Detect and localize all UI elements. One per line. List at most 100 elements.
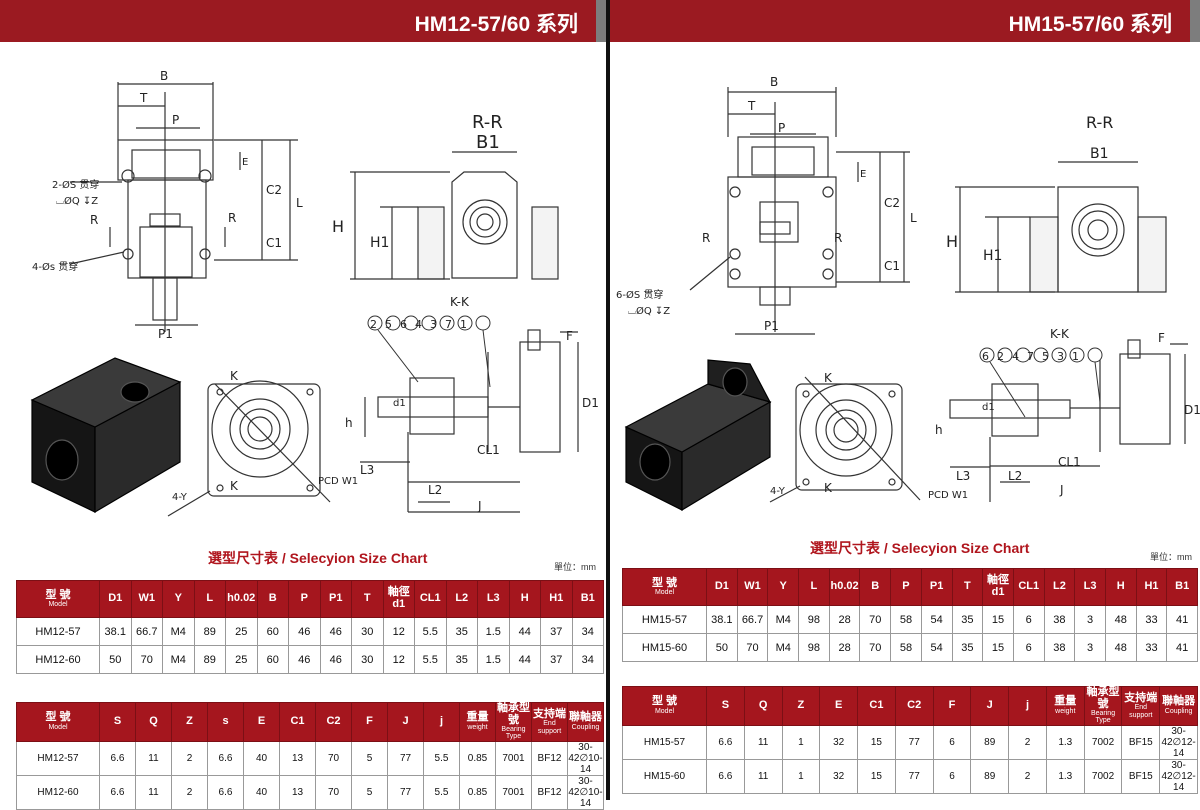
table-cell: 30-42∅10-14 — [567, 774, 604, 810]
column-header-sublabel: End support — [537, 720, 562, 735]
dim-label-l: L — [296, 196, 303, 210]
table-cell: 30-42∅10-14 — [567, 740, 604, 776]
column-header: P1 — [319, 580, 352, 618]
column-header: H — [508, 580, 541, 618]
section-rr-view — [955, 161, 1167, 293]
dim-label-c2: C2 — [884, 196, 900, 210]
column-header: C2 — [315, 702, 352, 742]
table-cell: 6.6 — [99, 740, 136, 776]
table-cell: 11 — [743, 758, 783, 794]
table-cell: 35 — [951, 633, 984, 662]
column-header-label: 軸承型號 — [1086, 686, 1120, 710]
dim-label-f: F — [566, 329, 573, 343]
column-header: S — [706, 686, 745, 726]
table-cell: 38.1 — [99, 617, 132, 646]
column-header: J — [387, 702, 424, 742]
dim-label-4y: 4-Y — [770, 486, 786, 497]
column-header-sublabel: End support — [1129, 704, 1153, 719]
dim-label-cl1: CL1 — [1058, 455, 1081, 469]
dim-label-p1: P1 — [158, 327, 173, 341]
table-cell: 7002 — [1083, 758, 1123, 794]
column-header: P1 — [920, 568, 953, 606]
column-header: L — [798, 568, 830, 606]
table-cell: 35 — [445, 645, 478, 674]
dim-label-pcd: PCD W1 — [928, 490, 968, 501]
table-cell: 5.5 — [423, 774, 460, 810]
table-cell: 54 — [920, 605, 953, 634]
dim-label-c1: C1 — [266, 236, 282, 250]
column-header: J — [970, 686, 1010, 726]
table-cell: 40 — [243, 774, 280, 810]
column-header: j — [423, 702, 460, 742]
section-mark-k2: K — [824, 481, 833, 495]
column-header: H — [1104, 568, 1137, 606]
title-bar-tail — [1190, 0, 1200, 42]
table-cell: 30 — [351, 617, 384, 646]
model-cell: HM15-57 — [622, 605, 707, 634]
column-header: H1 — [540, 580, 573, 618]
dim-label-c1: C1 — [884, 259, 900, 273]
title-bar-tail — [596, 0, 606, 42]
table-cell: 0.85 — [459, 740, 496, 776]
table-cell: 6.6 — [207, 774, 244, 810]
table-cell: BF12 — [531, 774, 568, 810]
front-view — [69, 82, 298, 332]
column-header: B — [859, 568, 892, 606]
dim-label-b: B — [770, 75, 778, 89]
table-cell: 5.5 — [414, 645, 447, 674]
table-cell: 1 — [781, 724, 821, 760]
table-cell: 48 — [1104, 605, 1137, 634]
table-cell: 46 — [319, 617, 352, 646]
column-header-sublabel: Coupling — [1164, 707, 1193, 715]
note-qz: ⌴ØQ ↧Z — [56, 195, 98, 207]
table-cell: 6.6 — [99, 774, 136, 810]
dim-label-r2: R — [834, 231, 842, 245]
technical-drawing: B T P 2-ØS 贯穿 ⌴ØQ ↧Z R R 4-Øs 贯穿 E C2 C1… — [30, 69, 599, 517]
column-header: CL1 — [414, 580, 447, 618]
dim-label-l: L — [910, 211, 917, 225]
table-cell: 5 — [351, 740, 388, 776]
table-cell: 41 — [1166, 605, 1198, 634]
column-header: D1 — [706, 568, 738, 606]
column-header: C1 — [279, 702, 316, 742]
column-header-sublabel: Bearing Type — [1090, 710, 1116, 725]
table-cell: 48 — [1104, 633, 1137, 662]
column-header: T — [951, 568, 984, 606]
dim-label-h-small: h — [935, 423, 943, 437]
balloon-numbers: 6247531 — [982, 350, 1087, 363]
dim-label-l2: L2 — [1008, 469, 1022, 483]
dim-label-t: T — [139, 91, 148, 105]
section-mark-k1: K — [824, 371, 833, 385]
right-panel: HM15-57/60 系列 — [610, 0, 1200, 800]
dim-label-p: P — [778, 121, 785, 135]
column-header: Q — [135, 702, 172, 742]
table-cell: 15 — [982, 605, 1014, 634]
table-cell: 6.6 — [207, 740, 244, 776]
table-cell: 1 — [781, 758, 821, 794]
column-header: 軸徑d1 — [382, 580, 415, 618]
column-header-label: 重量 — [466, 711, 489, 724]
chart-heading: 選型尺寸表 / Selecyion Size Chart — [208, 550, 428, 566]
table-cell: 7002 — [1083, 724, 1123, 760]
dim-label-p1: P1 — [764, 319, 779, 333]
table-cell: 89 — [970, 758, 1010, 794]
dim-label-4y: 4-Y — [172, 492, 188, 503]
dim-label-r2: R — [228, 211, 236, 225]
table-cell: 25 — [225, 645, 258, 674]
column-header: S — [99, 702, 136, 742]
table-cell: 28 — [828, 605, 861, 634]
column-header: L2 — [1043, 568, 1076, 606]
table-cell: 2 — [1008, 724, 1047, 760]
table-cell: 44 — [508, 617, 541, 646]
dim-label-h: H — [332, 217, 344, 236]
table-cell: 32 — [819, 758, 859, 794]
table-cell: 1.3 — [1045, 724, 1085, 760]
balloon-numbers: 2564371 — [370, 318, 475, 331]
